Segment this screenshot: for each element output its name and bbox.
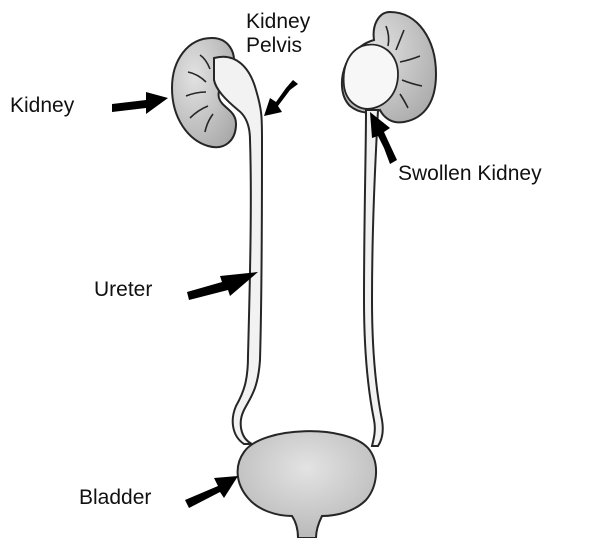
kidney-pelvis-label: Kidney Pelvis bbox=[246, 10, 310, 58]
right-ureter bbox=[364, 110, 383, 446]
arrow-to-kidney bbox=[112, 92, 168, 114]
arrow-to-bladder bbox=[185, 476, 238, 508]
kidney-pelvis-label-line2: Pelvis bbox=[246, 34, 310, 58]
arrow-to-ureter bbox=[187, 272, 258, 300]
swollen-kidney-label: Swollen Kidney bbox=[398, 162, 542, 186]
kidney-pelvis-label-line1: Kidney bbox=[246, 10, 310, 34]
bladder-label: Bladder bbox=[79, 486, 151, 510]
arrow-to-kidney-pelvis bbox=[264, 80, 298, 116]
bladder bbox=[238, 431, 376, 538]
kidney-label: Kidney bbox=[10, 94, 74, 118]
ureter-label: Ureter bbox=[94, 278, 152, 302]
right-swollen-kidney bbox=[342, 12, 436, 122]
